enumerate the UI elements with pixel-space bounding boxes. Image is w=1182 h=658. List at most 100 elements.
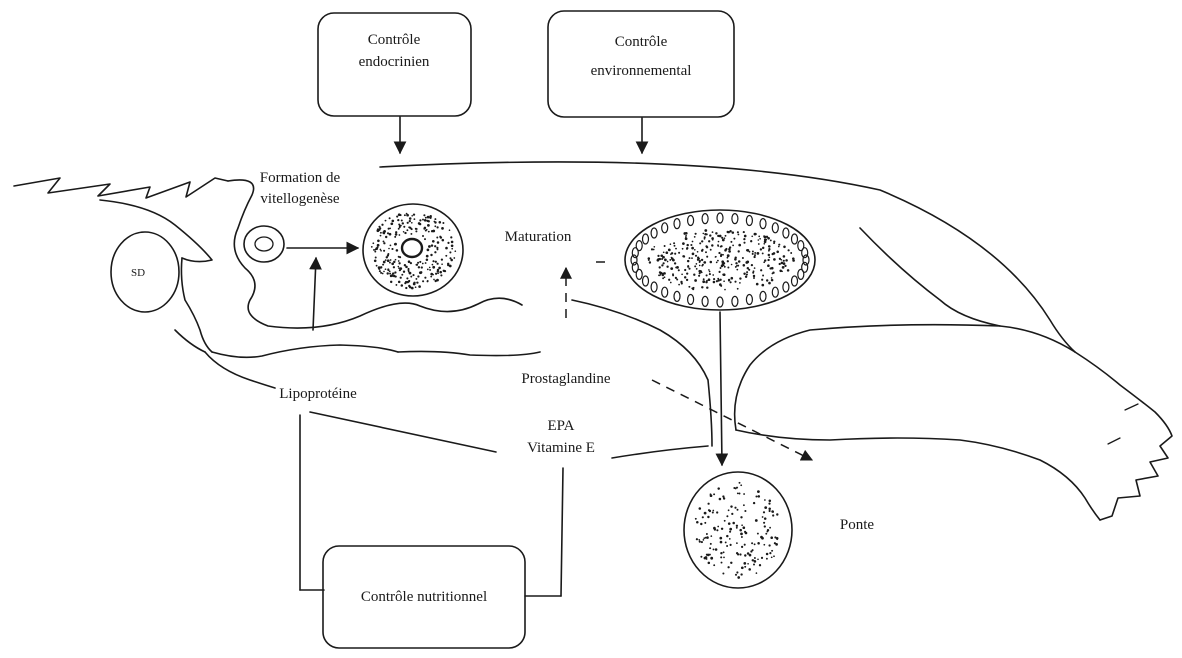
stipple-dot bbox=[701, 259, 703, 261]
stipple-dot bbox=[447, 264, 449, 266]
stipple-dot bbox=[762, 247, 764, 249]
stipple-dot bbox=[706, 274, 708, 276]
stipple-dot bbox=[756, 283, 759, 286]
stipple-dot bbox=[425, 217, 427, 219]
stipple-dot bbox=[434, 251, 436, 253]
stipple-dot bbox=[415, 286, 417, 288]
stipple-dot bbox=[691, 257, 693, 259]
cortical-rod bbox=[636, 241, 642, 251]
cortical-rod bbox=[760, 291, 766, 301]
stipple-dot bbox=[770, 239, 772, 241]
stipple-dot bbox=[699, 242, 701, 244]
stipple-dot bbox=[726, 515, 728, 517]
stipple-dot bbox=[739, 282, 741, 284]
stipple-dot bbox=[769, 527, 771, 529]
stipple-dot bbox=[766, 531, 768, 533]
spawning-dashed-arrow bbox=[652, 380, 812, 460]
stipple-dot bbox=[729, 230, 731, 232]
stipple-dot bbox=[716, 262, 718, 264]
stipple-dot bbox=[708, 562, 711, 565]
stipple-dot bbox=[394, 271, 396, 273]
stipple-dot bbox=[674, 253, 676, 255]
endocrine-control-box: Contrôle endocrinien bbox=[318, 13, 471, 116]
stipple-dot bbox=[712, 510, 714, 512]
stipple-dot bbox=[432, 240, 435, 243]
stipple-dot bbox=[713, 281, 716, 284]
stipple-dot bbox=[706, 286, 708, 288]
stipple-dot bbox=[704, 512, 707, 515]
stipple-dot bbox=[731, 264, 733, 266]
stipple-dot bbox=[689, 257, 691, 259]
stipple-dot bbox=[439, 221, 442, 224]
stipple-dot bbox=[715, 232, 717, 234]
stipple-dot bbox=[757, 533, 759, 535]
stipple-dot bbox=[706, 558, 708, 560]
stipple-dot bbox=[399, 214, 401, 216]
stipple-dot bbox=[399, 267, 402, 270]
stipple-dot bbox=[778, 244, 780, 246]
stipple-dot bbox=[731, 277, 734, 280]
stipple-dot bbox=[762, 516, 764, 518]
stipple-dot bbox=[740, 533, 743, 536]
stipple-dot bbox=[754, 543, 756, 545]
stipple-dot bbox=[437, 272, 439, 274]
stipple-dot bbox=[768, 245, 770, 247]
stipple-dot bbox=[682, 255, 684, 257]
endocrine-box-label-1: Contrôle bbox=[368, 32, 421, 48]
stipple-dot bbox=[763, 544, 765, 546]
stipple-dot bbox=[649, 261, 651, 263]
stipple-dot bbox=[725, 235, 727, 237]
stipple-dot bbox=[760, 248, 762, 250]
stipple-dot bbox=[451, 244, 454, 247]
stipple-dot bbox=[754, 233, 757, 236]
stipple-dot bbox=[768, 507, 771, 510]
stipple-dot bbox=[694, 249, 696, 251]
stipple-dot bbox=[749, 251, 751, 253]
environment-box-label-1: Contrôle bbox=[615, 34, 668, 50]
stipple-dot bbox=[725, 248, 727, 250]
stipple-dot bbox=[688, 286, 690, 288]
stipple-dot bbox=[746, 261, 749, 264]
stipple-dot bbox=[701, 541, 703, 543]
stipple-dot bbox=[773, 555, 775, 557]
stipple-dot bbox=[686, 244, 688, 246]
stipple-dot bbox=[752, 272, 754, 274]
stipple-dot bbox=[427, 216, 430, 219]
stipple-dot bbox=[780, 259, 782, 261]
stipple-dot bbox=[723, 557, 725, 559]
stipple-dot bbox=[720, 552, 722, 554]
cortical-rod bbox=[662, 287, 668, 297]
stipple-dot bbox=[434, 218, 436, 220]
stipple-dot bbox=[690, 244, 692, 246]
stipple-dot bbox=[766, 279, 768, 281]
stipple-dot bbox=[730, 281, 732, 283]
stipple-dot bbox=[712, 511, 714, 513]
stipple-dot bbox=[445, 247, 448, 250]
stipple-dot bbox=[742, 526, 745, 529]
shrimp-outline bbox=[14, 162, 1172, 520]
stipple-dot bbox=[383, 242, 385, 244]
stipple-dot bbox=[723, 280, 725, 282]
stipple-dot bbox=[699, 270, 702, 273]
stipple-dot bbox=[375, 247, 378, 250]
stipple-dot bbox=[718, 252, 720, 254]
stipple-dot bbox=[709, 510, 711, 512]
stipple-dot bbox=[738, 260, 741, 263]
stipple-dot bbox=[722, 273, 724, 275]
stipple-dot bbox=[711, 237, 714, 240]
stipple-dot bbox=[694, 279, 697, 282]
stipple-dot bbox=[719, 271, 721, 273]
stipple-dot bbox=[398, 256, 400, 258]
stipple-dot bbox=[738, 250, 740, 252]
endocrine-box-label-2: endocrinien bbox=[359, 54, 430, 70]
stipple-dot bbox=[390, 245, 392, 247]
stipple-dot bbox=[713, 527, 716, 530]
stipple-dot bbox=[377, 244, 380, 247]
stipple-dot bbox=[784, 265, 786, 267]
stipple-dot bbox=[710, 557, 713, 560]
stipple-dot bbox=[398, 262, 400, 264]
stipple-dot bbox=[453, 257, 455, 259]
stipple-dot bbox=[676, 266, 679, 269]
stipple-dot bbox=[428, 231, 430, 233]
